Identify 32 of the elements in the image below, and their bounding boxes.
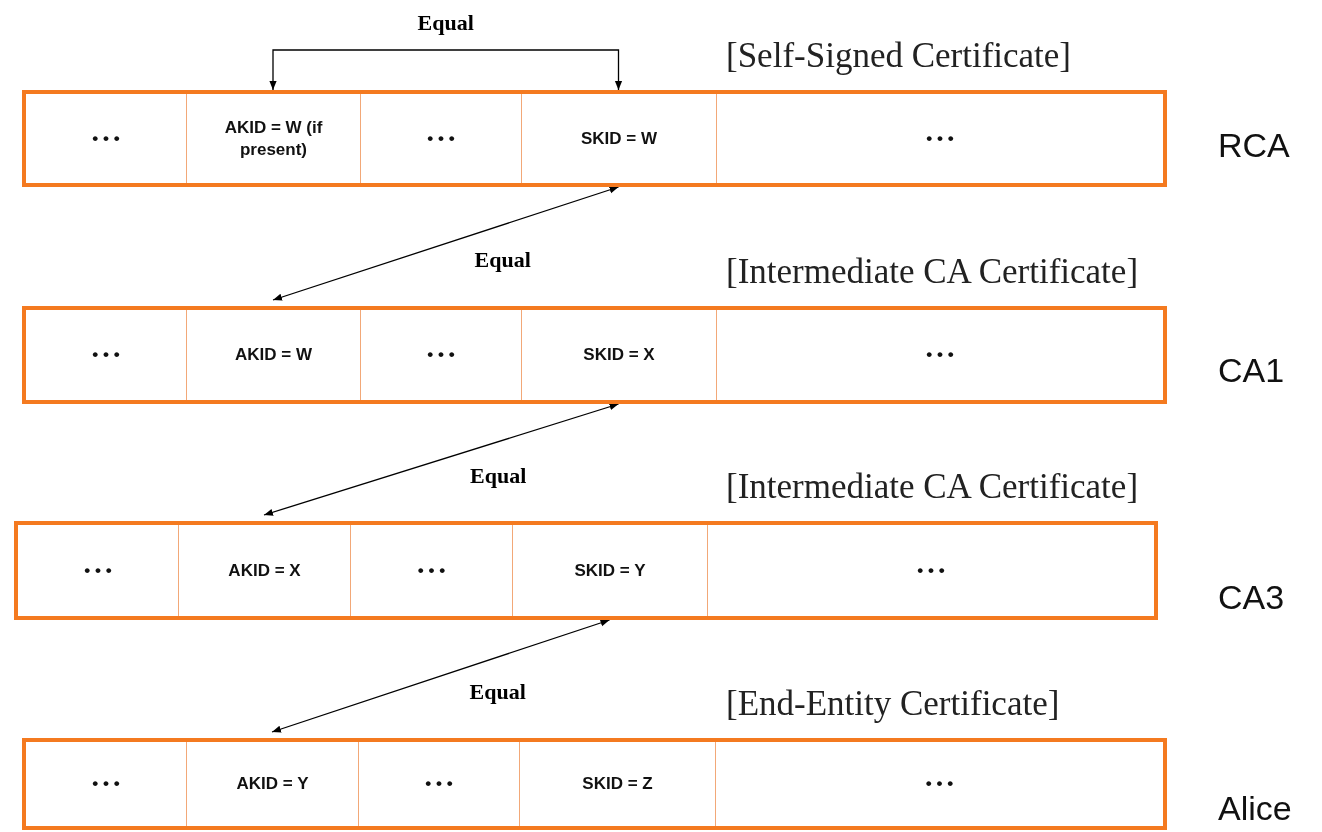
field-text: AKID = W (234, 344, 313, 366)
certificate-label: CA1 (1218, 349, 1285, 391)
field-text: • • • (424, 773, 454, 795)
field-text: • • • (925, 344, 955, 366)
field-text: • • • (916, 559, 946, 582)
certificate-label: Alice (1218, 787, 1292, 829)
field-text: AKID = Y (235, 773, 310, 795)
field-text: • • • (925, 127, 955, 150)
field-text: SKID = Z (581, 773, 654, 795)
certificate-heading: [Intermediate CA Certificate] (726, 251, 1139, 293)
field-text: • • • (83, 559, 113, 582)
double-arrow (263, 403, 620, 516)
field-text: • • • (91, 127, 121, 150)
certificate-heading: [Self-Signed Certificate] (726, 35, 1071, 77)
field-text: SKID = Y (573, 559, 647, 582)
double-arrow (271, 619, 611, 733)
field-text: SKID = X (582, 344, 656, 366)
double-arrow (269, 49, 623, 91)
field-text: AKID = W (if present) (223, 117, 324, 160)
certificate-label: RCA (1218, 124, 1290, 166)
field-text: • • • (426, 127, 456, 150)
field-text: • • • (924, 773, 955, 795)
field-text: • • • (426, 344, 456, 366)
double-arrow (272, 186, 620, 301)
field-text: SKID = W (579, 127, 658, 150)
certificate-heading: [Intermediate CA Certificate] (726, 466, 1139, 508)
field-text: • • • (91, 344, 121, 366)
field-text: • • • (416, 559, 447, 582)
field-text: AKID = X (227, 559, 302, 582)
field-text: • • • (91, 773, 121, 795)
certificate-heading: [End-Entity Certificate] (726, 683, 1060, 725)
certificate-label: CA3 (1218, 576, 1285, 618)
